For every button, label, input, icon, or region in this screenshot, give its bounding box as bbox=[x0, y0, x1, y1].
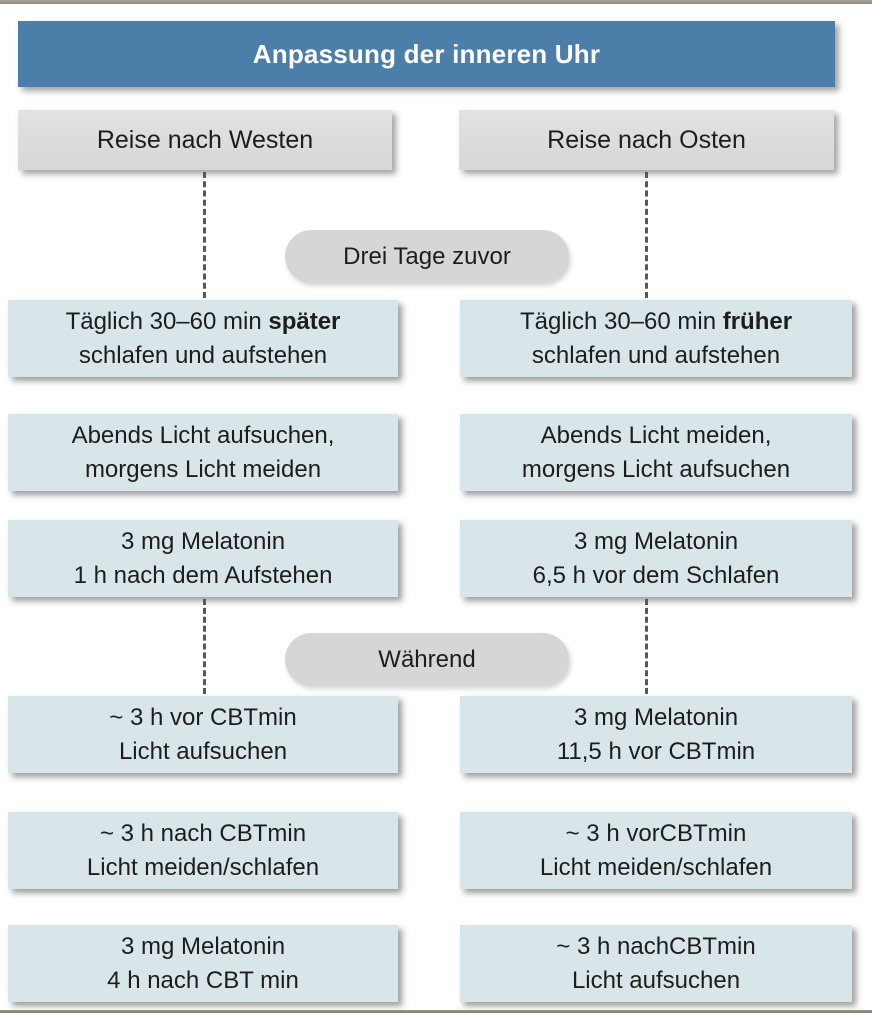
step-line: Licht aufsuchen bbox=[571, 966, 741, 994]
step-line: Licht aufsuchen bbox=[118, 737, 288, 765]
step-east-during-1: 3 mg Melatonin 11,5 h vor CBTmin bbox=[460, 696, 852, 773]
step-line: 3 mg Melatonin bbox=[120, 932, 286, 960]
step-line: Licht meiden/schlafen bbox=[86, 853, 320, 881]
column-header-west-label: Reise nach Westen bbox=[96, 125, 314, 154]
step-line: 3 mg Melatonin bbox=[573, 527, 739, 555]
step-line: 4 h nach CBT min bbox=[107, 966, 299, 994]
dotted-connector-west-upper bbox=[203, 172, 206, 298]
phase-pill-before: Drei Tage zuvor bbox=[285, 230, 569, 283]
dotted-connector-east-lower bbox=[645, 599, 648, 694]
step-west-before-3: 3 mg Melatonin 1 h nach dem Aufstehen bbox=[8, 520, 398, 597]
chart-title: Anpassung der inneren Uhr bbox=[252, 38, 601, 69]
step-line: 1 h nach dem Aufstehen bbox=[73, 561, 333, 589]
top-border-line bbox=[0, 0, 872, 4]
step-line: ~ 3 h vor CBTmin bbox=[109, 703, 297, 731]
step-east-before-2: Abends Licht meiden, morgens Licht aufsu… bbox=[460, 414, 852, 491]
step-line: 3 mg Melatonin bbox=[120, 527, 286, 555]
step-west-during-3: 3 mg Melatonin 4 h nach CBT min bbox=[8, 925, 398, 1002]
step-line: Abends Licht aufsuchen, bbox=[71, 421, 335, 449]
step-line: ~ 3 h vorCBTmin bbox=[565, 819, 747, 847]
step-east-before-1: Täglich 30–60 min früher schlafen und au… bbox=[460, 300, 852, 377]
phase-pill-during: Während bbox=[285, 633, 569, 686]
step-line-text: Täglich 30–60 min bbox=[519, 307, 723, 335]
column-header-east: Reise nach Osten bbox=[459, 110, 834, 170]
step-line: Täglich 30–60 min später bbox=[66, 305, 341, 339]
column-header-west: Reise nach Westen bbox=[18, 110, 392, 170]
step-line: schlafen und aufstehen bbox=[531, 341, 781, 369]
step-line: Licht meiden/schlafen bbox=[539, 853, 773, 881]
step-west-during-2: ~ 3 h nach CBTmin Licht meiden/schlafen bbox=[8, 812, 398, 889]
step-west-before-2: Abends Licht aufsuchen, morgens Licht me… bbox=[8, 414, 398, 491]
step-line-bold: später bbox=[268, 307, 341, 335]
step-line: 11,5 h vor CBTmin bbox=[556, 737, 756, 765]
step-line: Abends Licht meiden, bbox=[540, 421, 772, 449]
step-east-during-3: ~ 3 h nachCBTmin Licht aufsuchen bbox=[460, 925, 852, 1002]
phase-pill-during-label: Während bbox=[378, 645, 476, 673]
step-east-during-2: ~ 3 h vorCBTmin Licht meiden/schlafen bbox=[460, 812, 852, 889]
step-line: morgens Licht aufsuchen bbox=[521, 455, 791, 483]
step-line: Täglich 30–60 min früher bbox=[520, 305, 792, 339]
column-header-east-label: Reise nach Osten bbox=[547, 125, 746, 154]
chart-title-banner: Anpassung der inneren Uhr bbox=[18, 21, 835, 87]
step-line: 3 mg Melatonin bbox=[573, 703, 739, 731]
step-line-text: Täglich 30–60 min bbox=[65, 307, 269, 335]
step-line: morgens Licht meiden bbox=[84, 455, 322, 483]
phase-pill-before-label: Drei Tage zuvor bbox=[343, 242, 511, 270]
step-line-bold: früher bbox=[722, 307, 793, 335]
bottom-border-line bbox=[0, 1010, 872, 1013]
step-west-before-1: Täglich 30–60 min später schlafen und au… bbox=[8, 300, 398, 377]
step-east-before-3: 3 mg Melatonin 6,5 h vor dem Schlafen bbox=[460, 520, 852, 597]
step-line: ~ 3 h nachCBTmin bbox=[556, 932, 756, 960]
dotted-connector-east-upper bbox=[645, 172, 648, 298]
step-line: 6,5 h vor dem Schlafen bbox=[532, 561, 780, 589]
step-line: ~ 3 h nach CBTmin bbox=[99, 819, 307, 847]
dotted-connector-west-lower bbox=[203, 599, 206, 694]
step-line: schlafen und aufstehen bbox=[78, 341, 328, 369]
step-west-during-1: ~ 3 h vor CBTmin Licht aufsuchen bbox=[8, 696, 398, 773]
